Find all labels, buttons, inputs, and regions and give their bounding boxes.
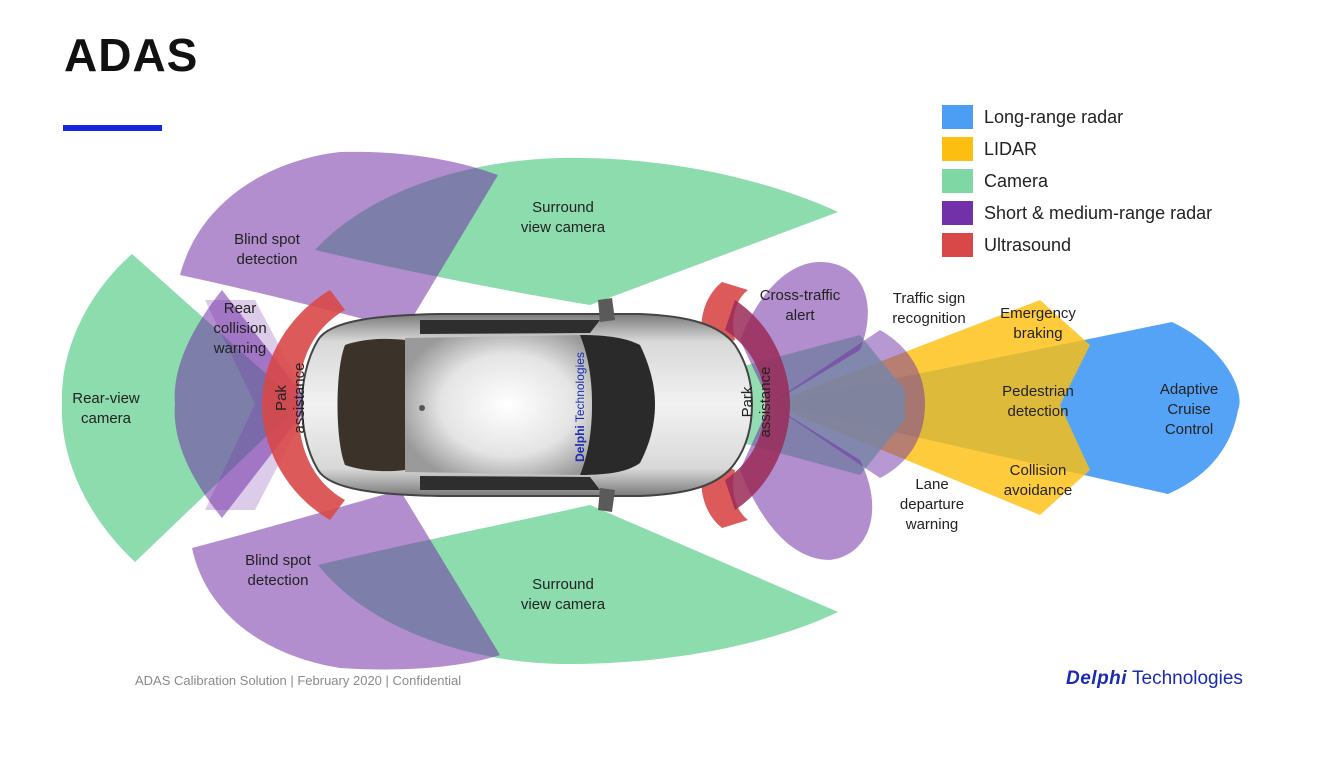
legend-item-camera: Camera bbox=[942, 165, 1212, 197]
legend-swatch bbox=[942, 137, 973, 161]
legend-swatch bbox=[942, 169, 973, 193]
rear-collision-zone bbox=[174, 290, 310, 518]
blind-spot-bottom-zone bbox=[192, 490, 500, 670]
rear-cross-zone bbox=[205, 300, 310, 510]
legend-label: Camera bbox=[984, 170, 1049, 191]
legend-label: Short & medium-range radar bbox=[984, 202, 1213, 223]
label-rear-view-camera: Rear-view camera bbox=[72, 390, 140, 427]
label-surround-bottom: Surround view camera bbox=[520, 576, 606, 613]
car-antenna bbox=[419, 405, 425, 411]
car-mirror-bottom bbox=[598, 488, 615, 512]
page-title: ADAS bbox=[64, 29, 199, 81]
footer-text: ADAS Calibration Solution | February 202… bbox=[135, 673, 462, 688]
ultrasound-rear-zone bbox=[262, 290, 345, 520]
car-branding-bold: Delphi bbox=[572, 425, 587, 462]
legend-item-lidar: LIDAR bbox=[942, 133, 1212, 165]
car-side-window-top bbox=[420, 320, 600, 334]
logo-bold: Delphi bbox=[1066, 668, 1128, 689]
legend-item-short-medium-radar: Short & medium-range radar bbox=[942, 197, 1212, 229]
pedestrian-radar-zone bbox=[770, 330, 925, 478]
label-blind-spot-bottom: Blind spot detection bbox=[245, 552, 311, 589]
legend-swatch bbox=[942, 233, 973, 257]
legend-label: Long-range radar bbox=[984, 106, 1124, 127]
car-side-window-bottom bbox=[420, 476, 600, 490]
car bbox=[300, 298, 754, 512]
delphi-logo: Delphi Technologies bbox=[1066, 668, 1243, 690]
legend-swatch bbox=[942, 105, 973, 129]
legend: Long-range radar LIDAR Camera Short & me… bbox=[942, 101, 1212, 261]
car-branding-rest: Technologies bbox=[572, 352, 587, 426]
legend-item-long-range-radar: Long-range radar bbox=[942, 101, 1212, 133]
blind-spot-top-zone bbox=[180, 151, 498, 330]
label-cross-traffic: Cross-traffic alert bbox=[759, 287, 841, 324]
ultrasound-front-arc bbox=[725, 300, 790, 510]
car-mirror-top bbox=[598, 298, 615, 322]
legend-swatch bbox=[942, 201, 973, 225]
label-lane-departure: Lane departure warning bbox=[899, 476, 965, 533]
logo-rest: Technologies bbox=[1127, 668, 1243, 689]
car-roof bbox=[405, 335, 592, 475]
car-branding: Delphi Technologies bbox=[573, 352, 587, 462]
label-adaptive-cruise: Adaptive Cruise Control bbox=[1159, 381, 1219, 438]
legend-item-ultrasound: Ultrasound bbox=[942, 229, 1212, 261]
lidar-zone bbox=[770, 300, 1090, 515]
legend-label: LIDAR bbox=[984, 138, 1038, 159]
label-blind-spot-top: Blind spot detection bbox=[234, 231, 300, 268]
car-windshield bbox=[580, 335, 655, 475]
label-park-front: Park assistance bbox=[739, 366, 774, 438]
car-rear-window bbox=[337, 338, 405, 472]
label-park-rear: Pak assistance bbox=[273, 362, 308, 434]
label-collision-avoidance: Collision avoidance bbox=[1003, 462, 1073, 499]
label-surround-top: Surround view camera bbox=[520, 199, 606, 236]
label-traffic-sign: Traffic sign recognition bbox=[892, 290, 966, 327]
legend-label: Ultrasound bbox=[984, 234, 1072, 255]
title-underline bbox=[63, 125, 162, 131]
label-emergency-braking: Emergency braking bbox=[1000, 305, 1076, 342]
label-pedestrian: Pedestrian detection bbox=[1002, 383, 1074, 420]
label-rear-collision: Rear collision warning bbox=[213, 300, 267, 357]
